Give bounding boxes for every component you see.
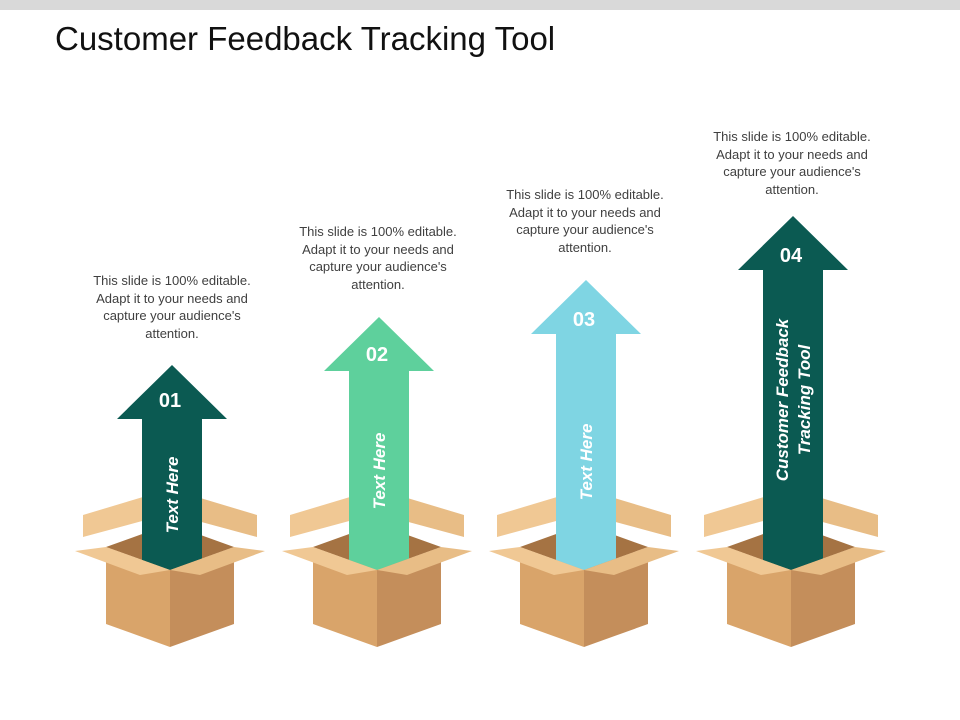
step-2-description: This slide is 100% editable. Adapt it to… [299,224,457,292]
top-bar [0,0,960,10]
step-4-number: 04 [780,245,803,267]
step-1-label: Text Here [163,457,182,534]
step-2-label: Text Here [370,433,389,510]
step-1-description: This slide is 100% editable. Adapt it to… [93,273,251,341]
arrow-2 [324,317,434,570]
arrow-1 [117,365,227,570]
step-2-number: 02 [366,344,388,366]
arrow-4 [738,216,848,570]
step-3-number: 03 [573,309,595,331]
slide-title: Customer Feedback Tracking Tool [55,20,556,57]
step-4-description: This slide is 100% editable. Adapt it to… [713,129,871,197]
step-1-number: 01 [159,390,181,412]
step-4-label-line2: Tracking Tool [795,343,814,455]
arrow-3 [531,280,641,570]
step-4-label-line1: Customer Feedback [773,317,792,481]
step-3-description: This slide is 100% editable. Adapt it to… [506,187,664,255]
step-3-label: Text Here [577,424,596,501]
